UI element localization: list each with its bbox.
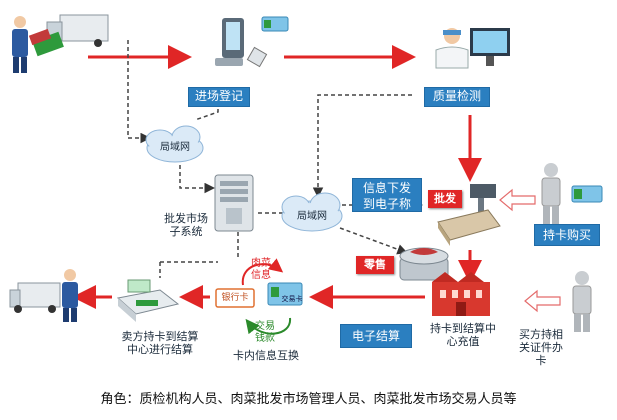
bank-card-icon bbox=[215, 288, 255, 308]
cloud-label-mid: 局域网 bbox=[297, 211, 327, 222]
e-settlement-box: 电子结算 bbox=[340, 324, 412, 348]
card-purchase-box: 持卡购买 bbox=[534, 224, 600, 246]
bank-card-label: 银行卡 bbox=[221, 293, 249, 303]
roles-caption: 角色：质检机构人员、肉菜批发市场管理人员、肉菜批发市场交易人员等 bbox=[100, 392, 517, 407]
trade-card-label: 交易卡 bbox=[281, 295, 303, 303]
info-to-scale-box: 信息下发到电子称 bbox=[352, 178, 422, 212]
dash-cloud2-to-retail-scale bbox=[339, 227, 408, 255]
id-card-icon-right bbox=[571, 185, 603, 203]
worker-icon-top bbox=[12, 16, 28, 73]
buyer-docs-label: 买方持相关证件办卡 bbox=[519, 328, 563, 367]
delivery-truck-bottom-icon bbox=[9, 282, 61, 313]
settlement-center-icon bbox=[432, 272, 490, 316]
cash-register-icon bbox=[116, 279, 180, 322]
exchange-arrow-info bbox=[241, 258, 284, 286]
cloud-label-top: 局域网 bbox=[160, 142, 190, 153]
arrow-buyer-card bbox=[524, 289, 561, 313]
worker-icon-bottom bbox=[62, 269, 78, 322]
arrow-buyer-purchase bbox=[499, 188, 536, 212]
dash-truck-to-cloud bbox=[127, 40, 151, 144]
entry-registration-box: 进场登记 bbox=[188, 87, 250, 107]
buyer-icon-bottom bbox=[572, 271, 592, 332]
dash-cloud-to-system bbox=[179, 165, 215, 194]
kiosk-icon bbox=[215, 18, 268, 68]
trade-money-label: 交易钱款 bbox=[255, 321, 275, 344]
card-exchange-label: 卡内信息互换 bbox=[233, 349, 299, 362]
system-label: 批发市场子系统 bbox=[164, 212, 208, 238]
server-icon bbox=[214, 174, 254, 232]
trade-card-icon bbox=[267, 282, 303, 306]
cloud-icon-top bbox=[145, 125, 204, 163]
exchange-arrow-money bbox=[245, 317, 292, 335]
dash-inspection-to-cloud2 bbox=[312, 94, 412, 198]
wholesale-scale-icon bbox=[437, 184, 501, 246]
cloud-icon-mid bbox=[281, 192, 343, 232]
inspector-icon bbox=[435, 28, 510, 69]
retail-tag: 零售 bbox=[356, 256, 394, 274]
seller-settle-label: 卖方持卡到结算中心进行结算 bbox=[121, 330, 199, 356]
id-card-icon-top bbox=[261, 16, 289, 32]
recharge-label: 持卡到结算中心充值 bbox=[430, 322, 496, 348]
meat-info-label: 肉菜信息 bbox=[251, 258, 271, 281]
delivery-truck-icon bbox=[28, 14, 109, 57]
retail-scale-icon bbox=[399, 247, 449, 281]
buyer-icon-top bbox=[541, 163, 561, 224]
wholesale-tag: 批发 bbox=[428, 190, 462, 208]
quality-inspection-box: 质量检测 bbox=[424, 87, 490, 107]
